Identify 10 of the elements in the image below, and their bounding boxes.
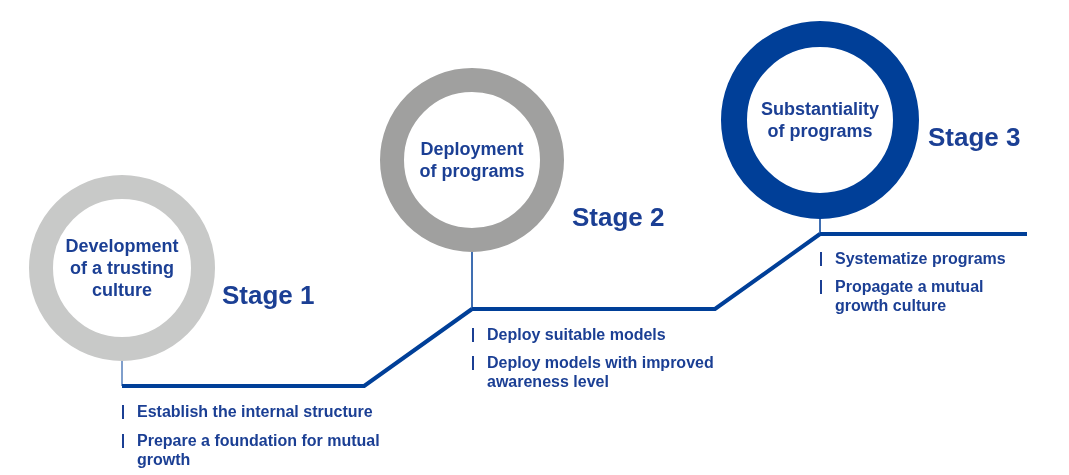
stage-ring (721, 21, 919, 219)
stage-title: Substantiality of programs (760, 98, 880, 142)
stage-label: Stage 1 (222, 280, 315, 311)
stage-ring (380, 68, 564, 252)
stage-title: Deployment of programs (418, 138, 526, 182)
stage-ring (29, 175, 215, 361)
stair-line (819, 218, 1027, 236)
stage-title: Development of a trusting culture (64, 235, 180, 301)
stage-label: Stage 3 (928, 122, 1021, 153)
stage-label: Stage 2 (572, 202, 665, 233)
